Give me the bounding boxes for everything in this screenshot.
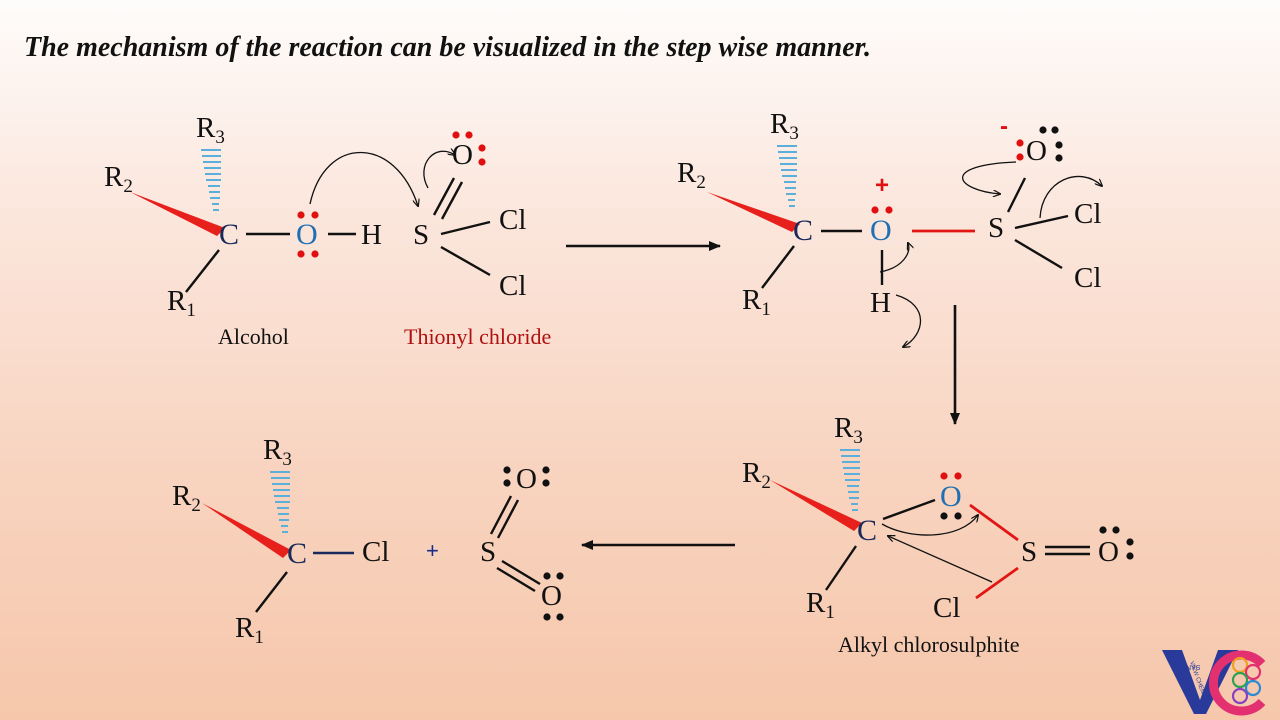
logo-c-shape xyxy=(1209,650,1266,716)
curly-arrow-o-reforms-double-bond xyxy=(962,161,1017,194)
r2-label: R2 xyxy=(742,457,771,493)
r2-label: R2 xyxy=(172,480,201,516)
chlorine-atom-lower: Cl xyxy=(1074,262,1101,294)
bond-s-cl xyxy=(975,566,1019,600)
alcohol-molecule: R2 R3 R1 C O H Alcohol xyxy=(104,112,382,349)
r1-label: R1 xyxy=(742,284,771,320)
bond-s-o xyxy=(1006,177,1027,213)
chlorine-atom-upper: Cl xyxy=(1074,198,1101,230)
hashed-bond-r3 xyxy=(201,149,221,211)
r3-label: R3 xyxy=(196,112,225,148)
chlorine-atom: Cl xyxy=(362,536,389,568)
bond-s-cl-upper xyxy=(440,220,491,236)
r1-label: R1 xyxy=(806,587,835,623)
curly-arrow-c-o-bond-breaks xyxy=(881,515,978,536)
chlorine-atom: Cl xyxy=(933,592,960,624)
sulfur-atom: S xyxy=(988,212,1004,244)
alkyl-chlorosulphite-label: Alkyl chlorosulphite xyxy=(838,632,1019,657)
curly-arrow-oh-bond-to-o xyxy=(879,243,909,273)
carbon-atom: C xyxy=(219,218,239,251)
oxygen-atom-upper: O xyxy=(516,463,537,495)
oxygen-atom: O xyxy=(296,218,318,251)
positive-charge: + xyxy=(875,172,889,199)
oxygen-lone-pairs xyxy=(940,472,962,520)
r1-label: R1 xyxy=(235,612,264,648)
sulfur-atom: S xyxy=(480,536,496,568)
bond-s-cl-lower xyxy=(1014,238,1063,270)
negative-charge: - xyxy=(1000,113,1008,140)
oxygen-atom: O xyxy=(452,139,473,171)
oxygen-lone-pair xyxy=(871,206,893,214)
plus-sign: + xyxy=(426,538,439,563)
curly-arrow-proton-loss xyxy=(895,294,922,347)
bond-c-r1 xyxy=(761,245,795,289)
oxygen-atom-anion: O xyxy=(1026,135,1047,167)
hashed-bond-r3 xyxy=(840,449,860,511)
r2-label: R2 xyxy=(677,157,706,193)
view-chem-logo: NYS VC VIEW CHEM xyxy=(1162,650,1266,716)
bond-s-cl-upper xyxy=(1014,214,1069,230)
oxygen-atom: O xyxy=(940,480,962,513)
wedge-bond-r2 xyxy=(130,192,225,236)
intermediate-molecule: R2 R3 R1 C O + H S O - Cl Cl xyxy=(677,108,1101,320)
curly-arrow-o-attacks-s xyxy=(309,152,418,206)
r2-label: R2 xyxy=(104,161,133,197)
thionyl-chloride-molecule: S O Cl Cl Thionyl chloride xyxy=(404,131,551,349)
oxygen-lone-pairs xyxy=(1099,526,1134,560)
alkyl-chloride-molecule: R2 R3 R1 C Cl xyxy=(172,434,389,648)
chlorine-atom-upper: Cl xyxy=(499,204,526,236)
wedge-bond-r2 xyxy=(770,480,862,531)
bond-c-r1 xyxy=(825,545,857,591)
page-title: The mechanism of the reaction can be vis… xyxy=(24,32,871,63)
bond-s-cl-lower xyxy=(440,245,491,277)
bond-o-s xyxy=(969,503,1019,542)
double-bond-s-o-b xyxy=(440,181,464,220)
double-bond-s-o-upper-a xyxy=(489,495,513,535)
hashed-bond-r3 xyxy=(270,471,290,533)
r3-label: R3 xyxy=(834,412,863,448)
carbon-atom: C xyxy=(287,537,307,570)
double-bond-s-o-a xyxy=(432,177,456,216)
double-bond-s-o-upper-b xyxy=(496,499,520,539)
bond-c-r1 xyxy=(185,249,220,293)
chlorine-atom-lower: Cl xyxy=(499,270,526,302)
curly-arrow-chloride-attacks-c xyxy=(888,536,993,583)
r3-label: R3 xyxy=(263,434,292,470)
sulfur-atom: S xyxy=(1021,536,1037,568)
alcohol-label: Alcohol xyxy=(218,324,289,349)
double-bond-s-o-lower-a xyxy=(501,559,541,586)
oxygen-lone-pairs xyxy=(1016,126,1063,162)
carbon-atom: C xyxy=(857,514,877,547)
curly-arrow-chloride-leaves xyxy=(1039,175,1102,219)
curly-arrow-pi-to-o xyxy=(423,151,455,189)
sulfur-dioxide-molecule: S O O xyxy=(480,463,564,621)
bond-c-r1 xyxy=(255,571,288,613)
oxygen-atom: O xyxy=(870,214,892,247)
thionyl-chloride-label: Thionyl chloride xyxy=(404,324,551,349)
alkyl-chlorosulphite-molecule: R2 R3 R1 C O S O Cl Alkyl chlorosulphite xyxy=(742,412,1134,657)
carbon-atom: C xyxy=(793,214,813,247)
logo-hexagons xyxy=(1231,656,1262,705)
oxygen-lone-pairs xyxy=(503,466,564,621)
hydrogen-atom: H xyxy=(361,219,382,251)
oxygen-atom: O xyxy=(1098,536,1119,568)
oxygen-lone-pairs xyxy=(297,211,319,258)
oxygen-atom-lower: O xyxy=(541,580,562,612)
double-bond-s-o-lower-b xyxy=(496,566,536,593)
hashed-bond-r3 xyxy=(777,145,797,207)
r1-label: R1 xyxy=(167,285,196,321)
wedge-bond-r2 xyxy=(707,192,800,232)
oxygen-lone-pairs xyxy=(452,131,486,166)
sulfur-atom: S xyxy=(413,219,429,251)
bond-c-o xyxy=(882,498,936,521)
r3-label: R3 xyxy=(770,108,799,144)
wedge-bond-r2 xyxy=(202,503,291,558)
logo-inner-text: NYS xyxy=(1186,665,1201,672)
hydrogen-atom: H xyxy=(870,287,891,319)
